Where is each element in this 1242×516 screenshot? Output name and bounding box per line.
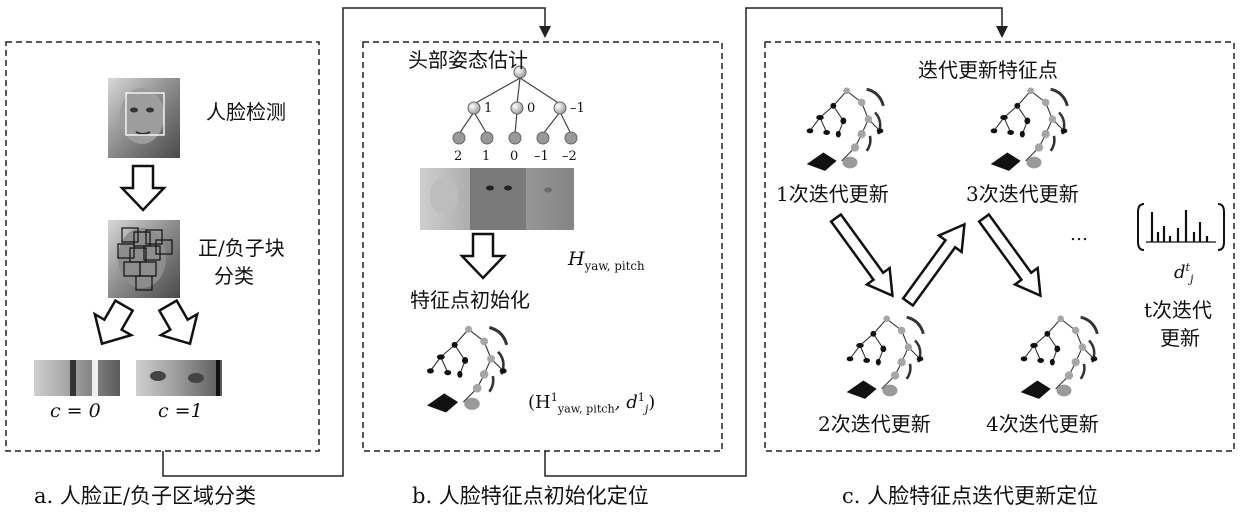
arrow-down-1 bbox=[119, 164, 167, 212]
face-detect-image bbox=[108, 78, 180, 158]
caption-a: a. 人脸正/负子区域分类 bbox=[34, 484, 256, 508]
formula-sup2: 1 bbox=[637, 391, 645, 404]
tree-level2-label-5: –2 bbox=[562, 149, 577, 164]
d-superscript: t bbox=[1185, 261, 1191, 274]
iter2-label: 2次迭代更新 bbox=[818, 412, 931, 436]
formula-sub2: j bbox=[644, 402, 649, 416]
t-iter-label-line2: 更新 bbox=[1160, 326, 1200, 350]
tree-level1-label-2: 0 bbox=[527, 101, 536, 116]
tree-level1-label-3: –1 bbox=[570, 101, 585, 116]
init-formula: (H1yaw, pitch, d1j) bbox=[528, 392, 655, 415]
classify-label-line2: 分类 bbox=[214, 264, 254, 288]
caption-c: c. 人脸特征点迭代更新定位 bbox=[842, 484, 1099, 508]
iterative-update-title: 迭代更新特征点 bbox=[918, 58, 1058, 82]
h-symbol: H bbox=[568, 248, 585, 270]
pose-estimation-title: 头部姿态估计 bbox=[408, 48, 528, 72]
pose-face-strip bbox=[420, 168, 574, 230]
formula-sub: yaw, pitch bbox=[557, 402, 615, 416]
pose-tree-nodes bbox=[452, 65, 578, 145]
caption-b: b. 人脸特征点初始化定位 bbox=[412, 484, 649, 508]
d-subscript: j bbox=[1190, 272, 1194, 286]
panel-b-box bbox=[362, 41, 723, 452]
t-iter-label-line1: t次迭代 bbox=[1144, 298, 1213, 322]
pose-tree bbox=[458, 77, 572, 135]
negative-patch bbox=[34, 360, 120, 396]
label-c0: c = 0 bbox=[50, 400, 101, 422]
positive-patch bbox=[136, 360, 222, 396]
landmark-init-label: 特征点初始化 bbox=[410, 288, 530, 312]
arrow-iter1-to-2 bbox=[829, 212, 894, 298]
arrow-down-2 bbox=[459, 232, 507, 280]
iter1-label: 1次迭代更新 bbox=[776, 182, 889, 206]
tree-level2-label-4: –1 bbox=[534, 149, 549, 164]
shape-model-iter4 bbox=[1019, 314, 1099, 401]
tree-level2-label-3: 0 bbox=[510, 149, 519, 164]
tree-level2-label-1: 2 bbox=[454, 149, 463, 164]
arrow-iter3-to-4 bbox=[977, 212, 1042, 298]
shape-model-init bbox=[425, 324, 509, 414]
arrow-iter2-to-3 bbox=[901, 222, 966, 308]
connector-b-c bbox=[544, 7, 1008, 477]
tree-level1-label-1: 1 bbox=[484, 101, 493, 116]
shape-model-iter3 bbox=[989, 86, 1069, 173]
formula-sup: 1 bbox=[550, 391, 558, 404]
formula-open: (H bbox=[528, 392, 551, 413]
d-jt-label: dtj bbox=[1174, 262, 1193, 285]
connector-a-b bbox=[162, 7, 551, 477]
label-c1: c =1 bbox=[158, 400, 203, 422]
shape-model-iter2 bbox=[845, 314, 925, 401]
descriptor-bars-icon bbox=[1137, 203, 1225, 251]
formula-close: ) bbox=[648, 392, 656, 413]
face-detect-label: 人脸检测 bbox=[206, 100, 286, 124]
iter3-label: 3次迭代更新 bbox=[966, 182, 1079, 206]
tree-level2-label-2: 1 bbox=[482, 149, 491, 164]
shape-model-iter1 bbox=[805, 86, 885, 173]
panel-c-box bbox=[764, 41, 1235, 452]
arrow-diag-right bbox=[157, 298, 200, 346]
iter4-label: 4次迭代更新 bbox=[986, 412, 1099, 436]
ellipsis: … bbox=[1070, 224, 1088, 245]
formula-mid: , d bbox=[614, 392, 638, 413]
h-subscript: yaw, pitch bbox=[584, 258, 645, 273]
arrow-diag-left bbox=[92, 298, 135, 346]
patch-classify-image bbox=[108, 220, 180, 298]
classify-label-line1: 正/负子块 bbox=[198, 236, 285, 260]
d-symbol: d bbox=[1174, 262, 1186, 283]
h-yaw-pitch-label: Hyaw, pitch bbox=[568, 250, 645, 273]
